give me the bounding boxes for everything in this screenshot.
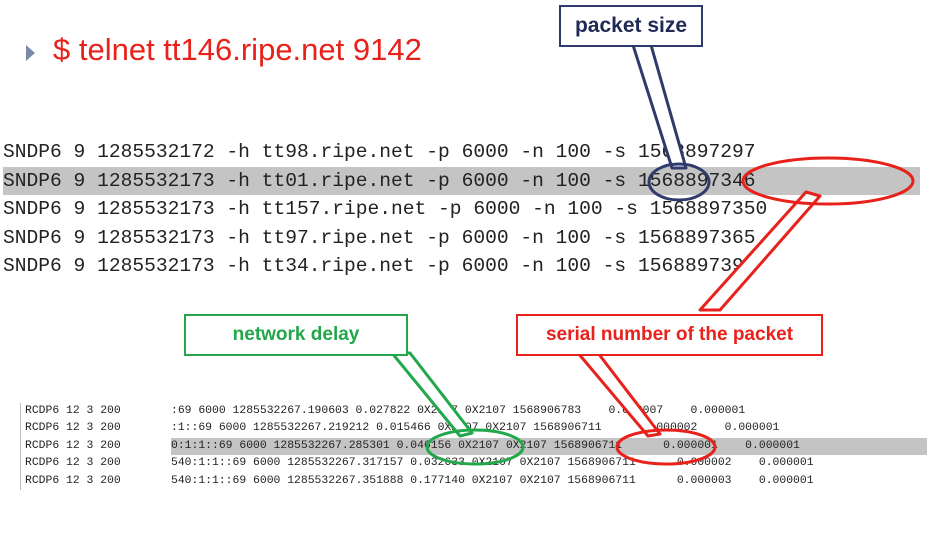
log-row-values: 540:1:1::69 6000 1285532267.317157 0.032… xyxy=(171,457,814,470)
telnet-output: SNDP6 9 1285532172 -h tt98.ripe.net -p 6… xyxy=(3,138,920,281)
row-highlight xyxy=(171,437,927,456)
log-row-prefix: RCDP6 12 3 200 xyxy=(25,439,121,452)
telnet-line: SNDP6 9 1285532173 -h tt34.ripe.net -p 6… xyxy=(3,255,756,277)
log-row-values: 0:1:1::69 6000 1285532267.285301 0.04615… xyxy=(171,439,800,452)
log-row-values: 540:1:1::69 6000 1285532267.351888 0.177… xyxy=(171,474,814,487)
bullet-arrow-icon xyxy=(26,45,35,61)
log-row-prefix: RCDP6 12 3 200 xyxy=(25,405,121,417)
telnet-line: SNDP6 9 1285532173 -h tt97.ripe.net -p 6… xyxy=(3,226,756,249)
slide-title: $ telnet tt146.ripe.net 9142 xyxy=(53,32,422,67)
log-row-values: :1::69 6000 1285532267.219212 0.015466 0… xyxy=(171,422,780,435)
packet-size-callout: packet size xyxy=(559,5,703,47)
log-row-values: :69 6000 1285532267.190603 0.027822 0X21… xyxy=(171,405,746,417)
log-row: RCDP6 12 3 200 :1::69 6000 1285532267.21… xyxy=(21,420,927,437)
log-row: RCDP6 12 3 200 540:1:1::69 6000 12855322… xyxy=(21,473,927,490)
telnet-line: SNDP6 9 1285532173 -h tt157.ripe.net -p … xyxy=(3,198,768,220)
telnet-line-highlighted: SNDP6 9 1285532173 -h tt01.ripe.net -p 6… xyxy=(3,166,920,195)
receive-log: RCDP6 12 3 200 :69 6000 1285532267.19060… xyxy=(20,403,927,490)
serial-number-callout: serial number of the packet xyxy=(516,314,823,356)
log-row-prefix: RCDP6 12 3 200 xyxy=(25,474,121,487)
log-row-prefix: RCDP6 12 3 200 xyxy=(25,457,121,470)
log-row-prefix: RCDP6 12 3 200 xyxy=(25,422,121,435)
log-row: RCDP6 12 3 200 :69 6000 1285532267.19060… xyxy=(21,403,927,420)
log-row-highlighted: RCDP6 12 3 200 0:1:1::69 6000 1285532267… xyxy=(21,437,927,456)
network-delay-callout: network delay xyxy=(184,314,408,356)
telnet-line: SNDP6 9 1285532172 -h tt98.ripe.net -p 6… xyxy=(3,141,756,163)
log-row: RCDP6 12 3 200 540:1:1::69 6000 12855322… xyxy=(21,455,927,472)
